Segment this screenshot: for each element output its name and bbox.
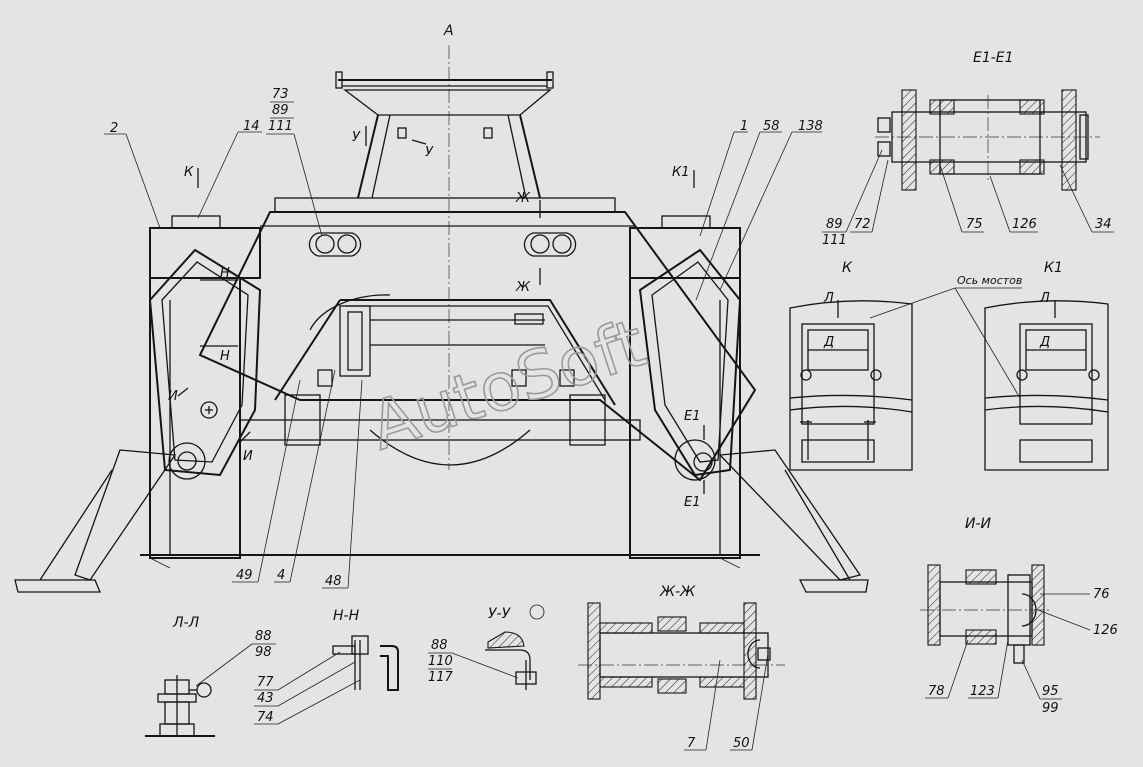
cut-mark-u1: У (352, 130, 361, 145)
section-e1-e1: Е1-Е1 89 111 72 75 126 34 (822, 50, 1114, 248)
view-k1-cut-d: Д (1039, 335, 1050, 350)
label-58: 58 (763, 119, 780, 134)
view-k: К Л Д (789, 260, 913, 471)
main-view-title: А (443, 23, 454, 39)
label-111: 111 (268, 119, 293, 134)
e1-label-75: 75 (966, 217, 983, 232)
ll-label-88: 88 (255, 629, 272, 644)
view-k-cut-l: Л (823, 291, 834, 306)
label-48: 48 (325, 574, 342, 589)
cut-mark-n2: Н (220, 349, 230, 364)
label-73: 73 (272, 87, 289, 102)
ll-label-98: 98 (255, 645, 272, 660)
section-ll-title: Л-Л (172, 615, 200, 631)
view-k1-title: К1 (1044, 260, 1063, 276)
cut-mark-e1b: Е1 (684, 495, 701, 510)
watermark: AutoSoft (360, 304, 655, 466)
nn-label-43: 43 (257, 691, 274, 706)
cut-mark-zh1: Ж (515, 191, 531, 206)
watermark-text: AutoSoft (361, 304, 654, 465)
view-k-title: К (842, 260, 853, 276)
label-138: 138 (798, 119, 823, 134)
section-nn-title: Н-Н (333, 608, 360, 624)
cut-mark-i1: И (168, 389, 178, 404)
cut-mark-zh2: Ж (515, 280, 531, 295)
rotation-icon (529, 604, 545, 620)
ii-label-126: 126 (1093, 623, 1118, 638)
section-zh-zh: Ж-Ж 7 50 (578, 584, 785, 751)
zz-label-50: 50 (733, 736, 750, 751)
e1-label-89: 89 (826, 217, 843, 232)
cut-mark-k1: К1 (672, 165, 690, 180)
label-89: 89 (272, 103, 289, 118)
section-e1-title: Е1-Е1 (973, 50, 1014, 66)
nn-label-77: 77 (257, 675, 274, 690)
section-n-n: Н-Н 77 43 74 (254, 608, 399, 725)
nn-label-74: 74 (257, 710, 274, 725)
section-i-i: И-И 76 126 78 123 95 99 (920, 516, 1118, 716)
view-k1-cut-l: Л (1039, 291, 1050, 306)
axis-note: Ось мостов (957, 274, 1022, 287)
ii-label-99: 99 (1042, 701, 1059, 716)
cut-mark-i2: И (243, 449, 253, 464)
view-k1: К1 Л Д Ось мостов (869, 260, 1109, 471)
ii-label-76: 76 (1093, 587, 1110, 602)
cut-mark-n1: Н (220, 266, 230, 281)
section-u-u: У-У 88 110 117 (428, 604, 545, 690)
e1-label-34: 34 (1095, 217, 1112, 232)
e1-label-72: 72 (854, 217, 871, 232)
view-k-cut-d: Д (823, 335, 834, 350)
cut-mark-e1a: Е1 (684, 409, 701, 424)
label-1: 1 (740, 119, 748, 134)
zz-label-7: 7 (687, 736, 696, 751)
label-49: 49 (236, 568, 253, 583)
ii-label-95: 95 (1042, 684, 1059, 699)
ii-label-78: 78 (928, 684, 945, 699)
section-l-l: Л-Л 88 98 (145, 615, 276, 737)
main-view: А (14, 23, 869, 593)
ii-label-123: 123 (970, 684, 995, 699)
label-14: 14 (243, 119, 260, 134)
section-uu-title: У-У (488, 606, 512, 622)
uu-label-88: 88 (431, 638, 448, 653)
e1-label-111: 111 (822, 233, 847, 248)
e1-label-126: 126 (1012, 217, 1037, 232)
cut-mark-u2: У (425, 145, 434, 160)
uu-label-110: 110 (428, 654, 453, 669)
section-zz-title: Ж-Ж (659, 584, 696, 600)
cut-mark-k: К (184, 165, 194, 180)
section-ii-title: И-И (965, 516, 992, 532)
uu-label-117: 117 (428, 670, 454, 685)
label-4: 4 (277, 568, 285, 583)
label-2: 2 (110, 121, 118, 136)
